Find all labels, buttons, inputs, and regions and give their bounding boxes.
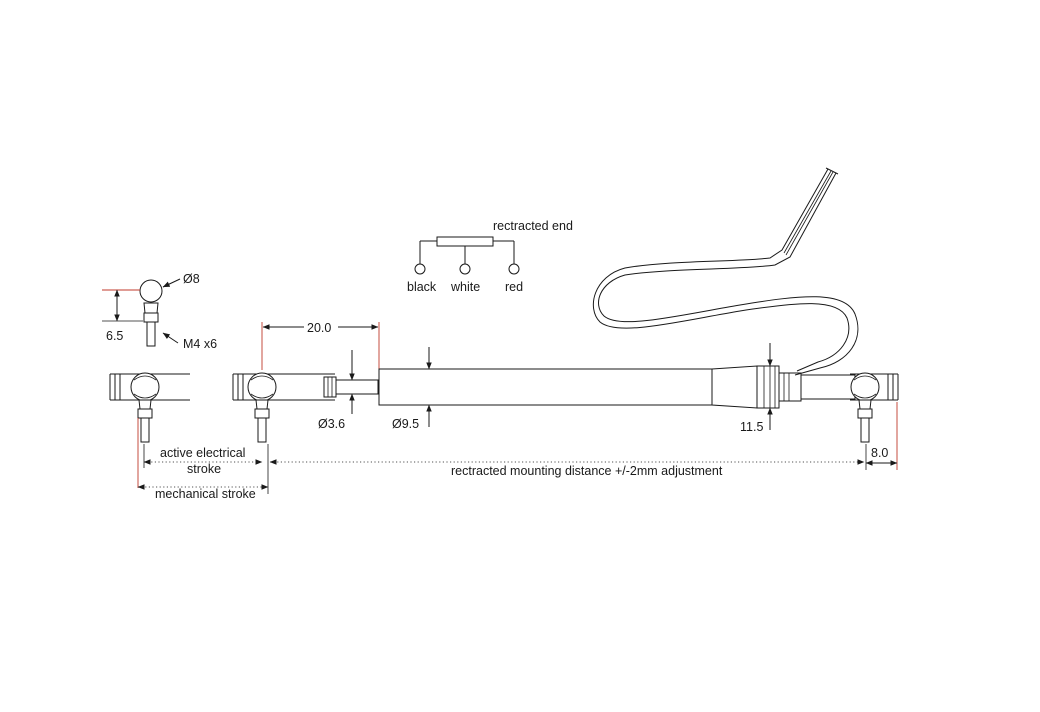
rod-diameter-label: Ø3.6 — [318, 417, 345, 431]
actuator-body — [335, 322, 856, 409]
dim-active-stroke — [143, 444, 263, 468]
end-offset-label: 8.0 — [871, 446, 888, 460]
active-stroke-label-line2: stroke — [187, 462, 221, 476]
cable — [592, 167, 859, 376]
stud-height-label: 6.5 — [106, 329, 123, 343]
mechanical-stroke-label: mechanical stroke — [155, 487, 256, 501]
mounting-distance-label: rectracted mounting distance +/-2mm adju… — [451, 464, 723, 478]
rod-extension-label: 20.0 — [307, 321, 331, 335]
rod-end-right — [850, 372, 899, 443]
dim-end-offset — [865, 402, 898, 470]
retracted-end-label: rectracted end — [493, 219, 573, 233]
wire-white-label: white — [450, 280, 480, 294]
wiring-schematic — [414, 236, 520, 275]
dim-mechanical-stroke — [137, 444, 269, 494]
rod-end-left — [109, 372, 190, 488]
rod-end-middle — [232, 322, 337, 443]
wire-red-label: red — [505, 280, 523, 294]
body-diameter-label: Ø9.5 — [392, 417, 419, 431]
cone-diameter-label: 11.5 — [740, 420, 763, 434]
active-stroke-label-line1: active electrical — [160, 446, 245, 460]
ball-stud-detail — [102, 278, 181, 347]
wire-black-label: black — [407, 280, 437, 294]
thread-label: M4 x6 — [183, 337, 217, 351]
ball-diameter-label: Ø8 — [183, 272, 200, 286]
